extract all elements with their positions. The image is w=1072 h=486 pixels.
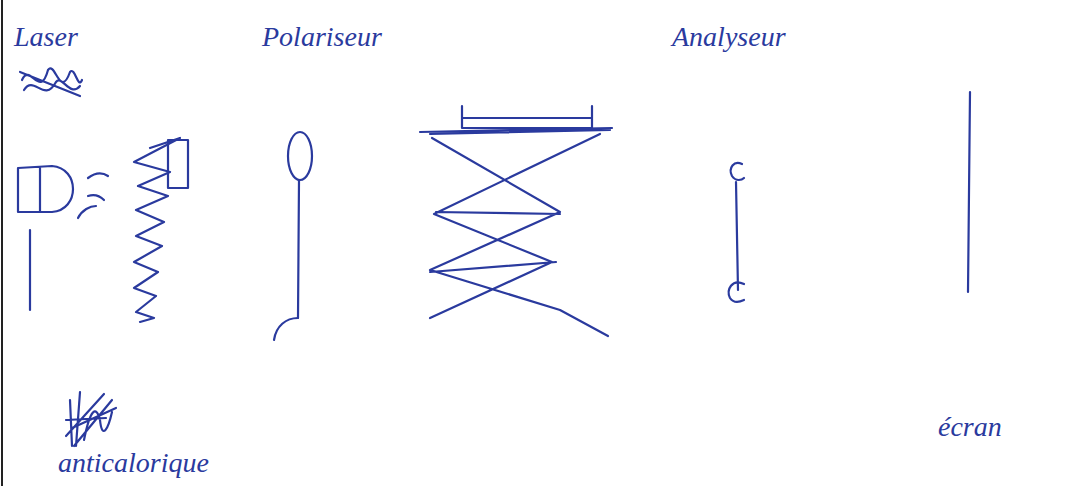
filter-label: anticalorique (58, 448, 209, 479)
filter-holder (168, 140, 188, 188)
analyser-ring (731, 163, 744, 180)
lab-jack (420, 128, 612, 336)
scribble (20, 68, 82, 96)
screen-line (968, 92, 970, 292)
polariser-foot (274, 318, 298, 340)
jack-plate (462, 106, 592, 128)
filter-symbol (134, 138, 180, 322)
laser-rays (78, 173, 108, 218)
laser-symbol (18, 166, 73, 212)
analyser-label: Analyseur (672, 22, 786, 53)
analyser-foot (729, 282, 744, 302)
polariser-label: Polariseur (262, 22, 382, 53)
polariser-post (298, 180, 299, 318)
page-border (1, 0, 3, 486)
laser-stand (29, 230, 31, 310)
polariser-ring (288, 132, 312, 180)
analyser-post (736, 182, 738, 290)
scribble (66, 392, 116, 446)
laser-label: Laser (14, 22, 78, 53)
screen-label: écran (938, 412, 1002, 443)
